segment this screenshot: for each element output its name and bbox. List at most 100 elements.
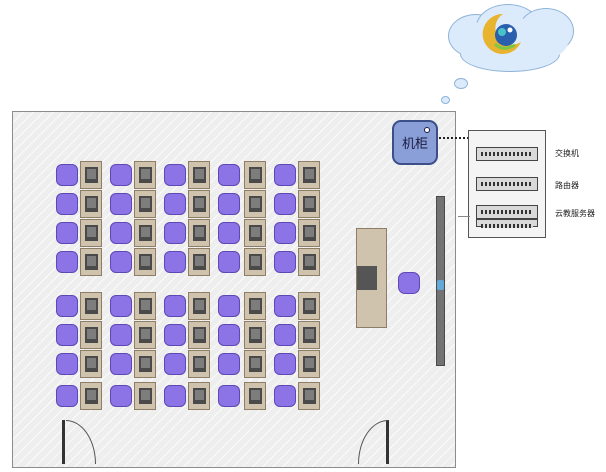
student-desk bbox=[80, 219, 102, 247]
monitor-icon bbox=[303, 225, 316, 241]
student-seat-icon bbox=[56, 251, 78, 273]
student-desk bbox=[244, 161, 266, 189]
student-desk bbox=[80, 292, 102, 320]
thought-bubble-large bbox=[454, 78, 468, 89]
student-seat-icon bbox=[110, 251, 132, 273]
monitor-icon bbox=[193, 225, 206, 241]
switch-unit-icon bbox=[476, 147, 538, 161]
student-seat-icon bbox=[56, 385, 78, 407]
student-desk bbox=[298, 161, 320, 189]
student-seat-icon bbox=[218, 222, 240, 244]
monitor-icon bbox=[193, 298, 206, 314]
student-desk bbox=[188, 350, 210, 378]
server-cabinet: 机柜 bbox=[392, 120, 438, 165]
door-left-icon bbox=[62, 420, 65, 464]
student-desk bbox=[188, 382, 210, 410]
student-seat-icon bbox=[164, 251, 186, 273]
monitor-icon bbox=[193, 327, 206, 343]
student-desk bbox=[80, 190, 102, 218]
student-seat-icon bbox=[218, 385, 240, 407]
cloud-server-unit-lower-icon bbox=[476, 219, 538, 228]
student-seat-icon bbox=[110, 324, 132, 346]
monitor-icon bbox=[85, 196, 98, 212]
student-seat-icon bbox=[110, 295, 132, 317]
student-desk bbox=[134, 219, 156, 247]
student-desk bbox=[134, 248, 156, 276]
whiteboard-indicator-icon bbox=[437, 280, 444, 290]
monitor-icon bbox=[249, 225, 262, 241]
student-seat-icon bbox=[164, 164, 186, 186]
student-seat-icon bbox=[164, 324, 186, 346]
monitor-icon bbox=[139, 225, 152, 241]
student-seat-icon bbox=[274, 324, 296, 346]
monitor-icon bbox=[139, 196, 152, 212]
student-desk bbox=[188, 292, 210, 320]
student-seat-icon bbox=[274, 251, 296, 273]
student-seat-icon bbox=[56, 353, 78, 375]
student-seat-icon bbox=[56, 295, 78, 317]
student-desk bbox=[80, 248, 102, 276]
monitor-icon bbox=[249, 254, 262, 270]
monitor-icon bbox=[85, 356, 98, 372]
student-seat-icon bbox=[218, 353, 240, 375]
monitor-icon bbox=[85, 388, 98, 404]
student-desk bbox=[188, 248, 210, 276]
student-desk bbox=[298, 190, 320, 218]
cabinet-indicator-icon bbox=[424, 127, 430, 133]
thought-bubble-small bbox=[441, 96, 450, 104]
monitor-icon bbox=[139, 327, 152, 343]
student-desk bbox=[244, 248, 266, 276]
monitor-icon bbox=[85, 254, 98, 270]
student-seat-icon bbox=[110, 193, 132, 215]
student-desk bbox=[244, 321, 266, 349]
student-desk bbox=[298, 382, 320, 410]
monitor-icon bbox=[303, 356, 316, 372]
student-desk bbox=[80, 321, 102, 349]
student-seat-icon bbox=[164, 193, 186, 215]
teacher-seat-icon bbox=[398, 272, 420, 294]
rack-pointer-line bbox=[458, 216, 470, 217]
student-seat-icon bbox=[164, 222, 186, 244]
monitor-icon bbox=[139, 254, 152, 270]
student-seat-icon bbox=[218, 193, 240, 215]
teacher-monitor-icon bbox=[357, 266, 377, 290]
cloud-server-unit-icon bbox=[476, 205, 538, 219]
monitor-icon bbox=[249, 196, 262, 212]
student-seat-icon bbox=[274, 353, 296, 375]
student-seat-icon bbox=[218, 295, 240, 317]
student-seat-icon bbox=[274, 164, 296, 186]
student-desk bbox=[244, 292, 266, 320]
cabinet-label: 机柜 bbox=[401, 137, 428, 152]
student-seat-icon bbox=[218, 251, 240, 273]
student-desk bbox=[188, 190, 210, 218]
student-seat-icon bbox=[164, 353, 186, 375]
student-desk bbox=[134, 350, 156, 378]
student-seat-icon bbox=[274, 385, 296, 407]
student-desk bbox=[80, 350, 102, 378]
monitor-icon bbox=[303, 327, 316, 343]
student-seat-icon bbox=[110, 385, 132, 407]
monitor-icon bbox=[249, 167, 262, 183]
student-desk bbox=[298, 350, 320, 378]
monitor-icon bbox=[249, 356, 262, 372]
cloud-logo-icon bbox=[482, 13, 521, 54]
student-seat-icon bbox=[56, 222, 78, 244]
monitor-icon bbox=[139, 356, 152, 372]
student-seat-icon bbox=[56, 324, 78, 346]
student-desk bbox=[298, 248, 320, 276]
student-seat-icon bbox=[110, 353, 132, 375]
monitor-icon bbox=[193, 167, 206, 183]
student-seat-icon bbox=[164, 295, 186, 317]
monitor-icon bbox=[85, 327, 98, 343]
student-desk bbox=[188, 219, 210, 247]
student-seat-icon bbox=[56, 193, 78, 215]
monitor-icon bbox=[249, 327, 262, 343]
student-desk bbox=[134, 161, 156, 189]
router-unit-icon bbox=[476, 177, 538, 191]
student-desk bbox=[134, 292, 156, 320]
router-label: 路由器 bbox=[555, 181, 579, 190]
switch-label: 交换机 bbox=[555, 149, 579, 158]
student-desk bbox=[134, 190, 156, 218]
network-connector-line bbox=[439, 137, 473, 139]
monitor-icon bbox=[249, 298, 262, 314]
